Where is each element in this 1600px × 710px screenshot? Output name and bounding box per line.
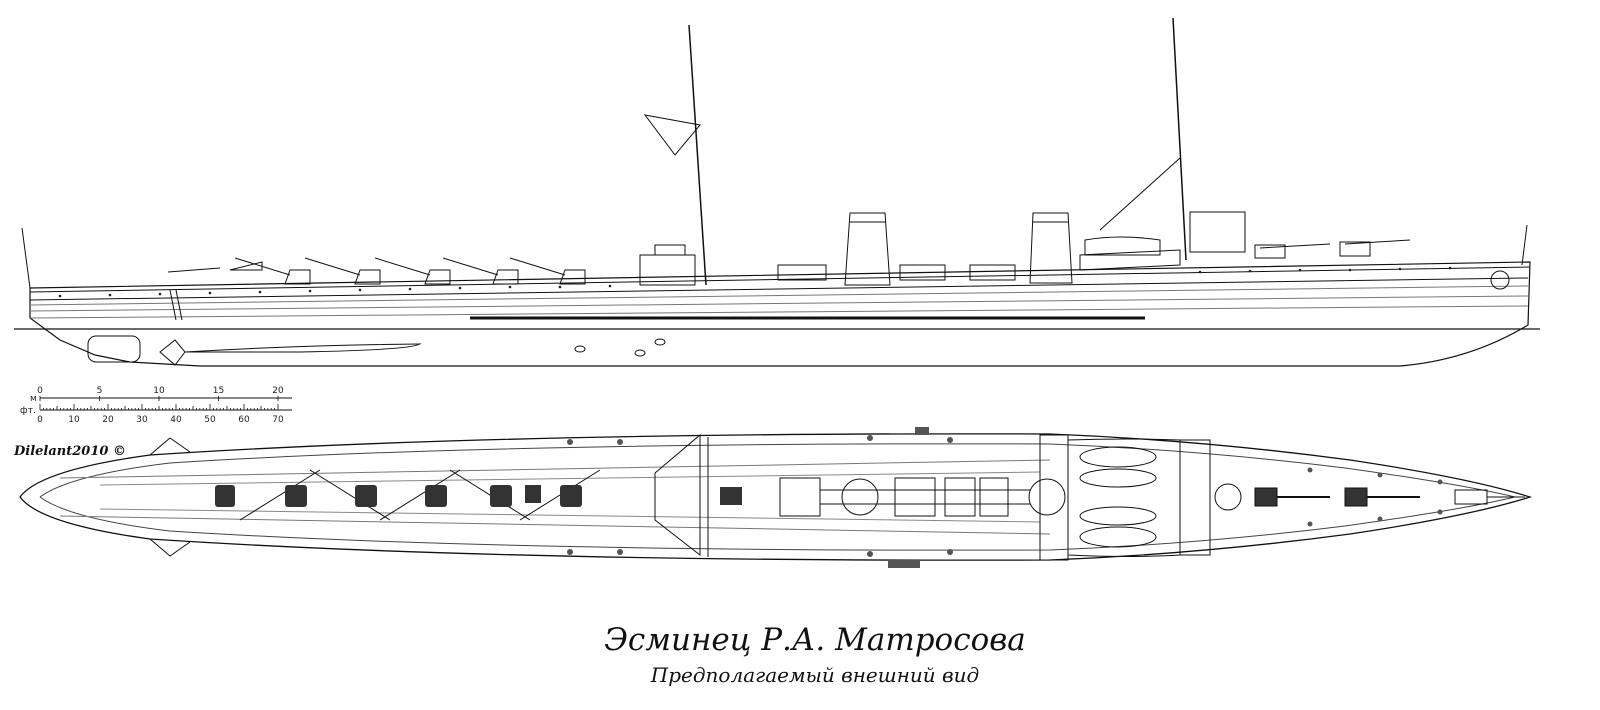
side-profile <box>14 17 1540 367</box>
scale-label-m: 5 <box>97 386 103 396</box>
scale-label-ft: 60 <box>238 415 250 425</box>
scale-label-ft: 40 <box>170 415 182 425</box>
scale-label-ft: 50 <box>204 415 216 425</box>
scale-label-ft: 70 <box>272 415 284 425</box>
drawing-title: Эсминец Р.А. Матросова <box>604 622 1026 658</box>
scale-label-ft: 0 <box>37 415 43 425</box>
plan-view <box>19 427 1533 568</box>
scale-unit-m: м <box>30 394 37 404</box>
scale-label-m: 20 <box>272 386 284 396</box>
author-signature: Dilelant2010 © <box>14 444 126 459</box>
scale-label-m: 0 <box>37 386 43 396</box>
scale-label-m: 10 <box>153 386 165 396</box>
scale-bar: м фт. 0 5 10 15 20 0 10 20 30 40 50 60 70 <box>20 386 292 425</box>
scale-label-ft: 30 <box>136 415 148 425</box>
drawing-subtitle: Предполагаемый внешний вид <box>650 663 980 687</box>
scale-label-ft: 20 <box>102 415 114 425</box>
aft-guns <box>167 257 586 285</box>
scale-unit-ft: фт. <box>20 406 36 416</box>
scale-label-m: 15 <box>213 386 224 396</box>
scale-label-ft: 10 <box>68 415 80 425</box>
